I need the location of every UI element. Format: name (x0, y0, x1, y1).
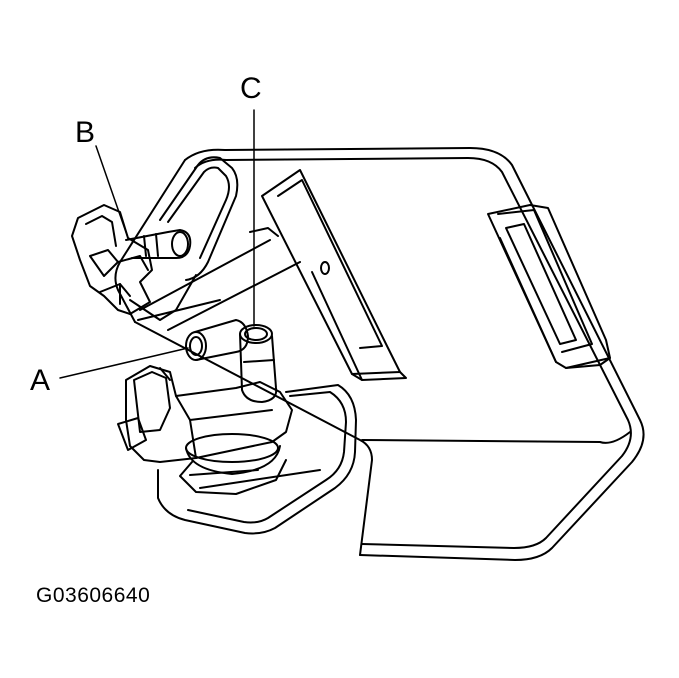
canister-fittings (118, 320, 292, 494)
figure-id: G03606640 (36, 584, 151, 607)
center-rail (262, 170, 406, 380)
right-rail (488, 205, 610, 368)
purge-panel (130, 157, 300, 330)
leader-line-a (60, 348, 188, 378)
callout-label-a: A (30, 364, 51, 397)
leader-lines (60, 110, 254, 378)
callout-label-b: B (75, 116, 96, 149)
callout-label-c: C (240, 72, 262, 105)
leader-line-b (96, 146, 128, 238)
vent-solenoid-connector (72, 205, 190, 314)
